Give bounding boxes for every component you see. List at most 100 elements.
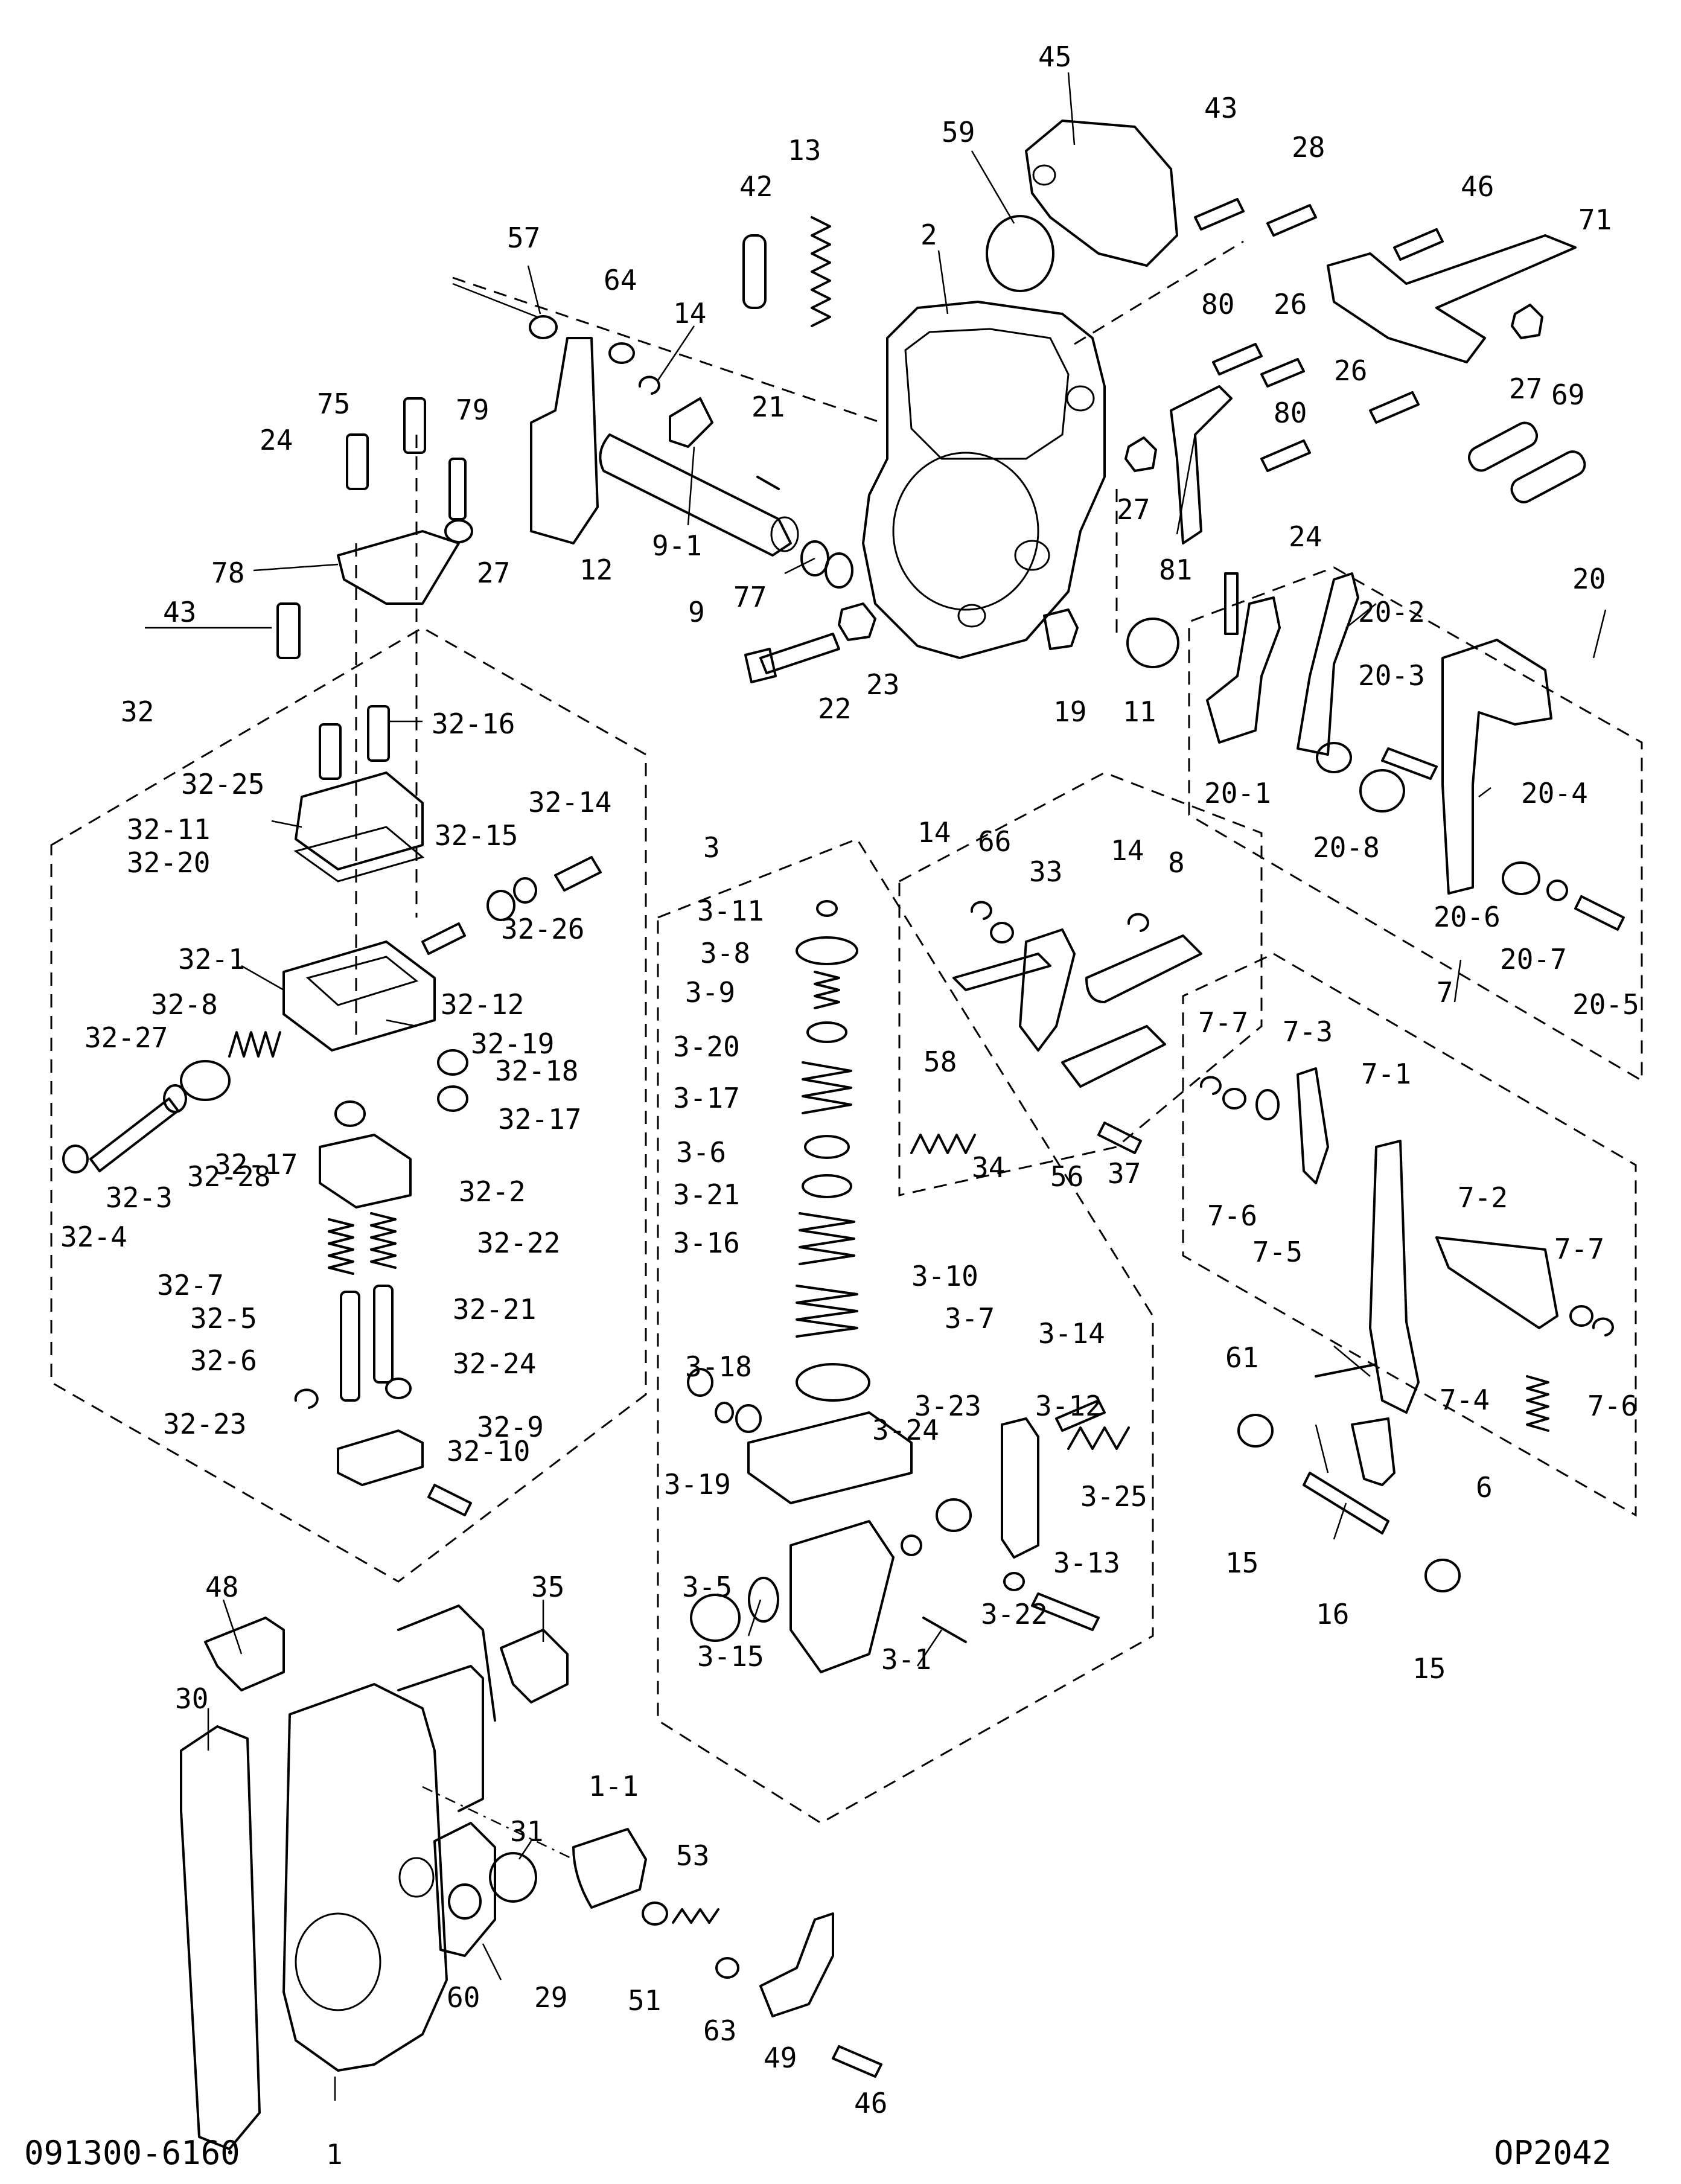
part-label: 69 [1551, 378, 1584, 411]
washer-66 [990, 922, 1014, 944]
group-3-parts [687, 900, 1130, 1673]
bracket-3-24 [747, 1411, 913, 1504]
spring-32-7 [328, 1218, 354, 1275]
bolt-24-left [346, 433, 369, 490]
part-label: 1 [326, 2138, 343, 2171]
part-label: 13 [788, 134, 821, 167]
part-label: 19 [1053, 695, 1086, 728]
leader-31 [518, 1841, 532, 1860]
bracket-71 [1327, 234, 1577, 363]
nut-3-18a [687, 1368, 713, 1397]
clip-7-6a [1199, 1076, 1222, 1095]
spring-3-10 [796, 1285, 858, 1338]
leader-32-19 [386, 1019, 417, 1027]
nut-27-left [444, 519, 473, 543]
spring-32-8 [228, 1031, 281, 1058]
shaft-9-end [770, 516, 799, 552]
collar-20-8 [1359, 769, 1405, 813]
bolt-32-16 [367, 705, 390, 762]
bracket-35 [500, 1629, 569, 1703]
washer-3-19 [715, 1402, 734, 1423]
leader-57b [452, 283, 538, 318]
washer-32-24 [385, 1378, 412, 1399]
part-label: 3-23 [914, 1390, 981, 1422]
washer-3-20 [806, 1021, 847, 1043]
plunger-32-21 [373, 1285, 394, 1384]
seal-60 [448, 1883, 482, 1920]
group-20-parts [1206, 572, 1625, 931]
part-label: 53 [676, 1839, 709, 1872]
leader-48 [222, 1599, 243, 1655]
part-label: 3-8 [700, 937, 750, 969]
part-label: 11 [1123, 695, 1156, 728]
part-label: 22 [818, 692, 851, 725]
spring-7-5 [1255, 1089, 1280, 1120]
part-label: 32-28 [187, 1160, 270, 1193]
part-label: 32-19 [471, 1027, 554, 1060]
group-7-parts [1199, 1067, 1614, 1592]
part-label: 2 [920, 219, 937, 251]
part-label: 26 [1334, 354, 1367, 387]
washer-3-24b [901, 1534, 922, 1556]
bolt-37 [1097, 1122, 1142, 1154]
part-label: 7-3 [1283, 1015, 1333, 1048]
part-label: 3-16 [673, 1227, 740, 1259]
part-label: 37 [1108, 1157, 1141, 1190]
bolt-3-14 [1055, 1399, 1106, 1432]
part-label: 7-6 [1207, 1199, 1257, 1232]
part-label: 7-1 [1361, 1058, 1411, 1090]
washer-57 [529, 315, 558, 339]
part-label: 6 [1476, 1471, 1493, 1504]
part-label: 7-4 [1440, 1384, 1490, 1416]
link-8 [1085, 934, 1202, 1003]
part-label: 43 [163, 596, 196, 628]
bolt-3-13 [1031, 1592, 1100, 1631]
part-label: 3-17 [673, 1082, 740, 1114]
sleeve-11 [1126, 618, 1179, 668]
spring-7-4 [1526, 1375, 1549, 1432]
part-label: 32-10 [447, 1435, 530, 1467]
part-label: 32-6 [190, 1344, 257, 1377]
spring-32-22 [370, 1212, 397, 1269]
part-label: 32-7 [157, 1269, 224, 1301]
o-ring-59 [986, 215, 1054, 292]
part-label: 63 [703, 2014, 736, 2047]
group-32-parts [62, 705, 602, 1516]
bush-15b [1424, 1559, 1461, 1592]
bushing-3-23 [936, 1498, 972, 1532]
bracket-12 [530, 337, 599, 544]
collar-20-1b [1316, 742, 1352, 773]
pin-3-1 [922, 1617, 967, 1643]
lever-3-1 [789, 1520, 895, 1673]
spring-3-16 [799, 1212, 855, 1265]
part-label: 20 [1572, 563, 1606, 595]
body-32-1 [282, 940, 436, 1052]
cover-hole [1032, 164, 1056, 186]
seat-3-8 [796, 936, 858, 965]
leader-3-1 [916, 1629, 943, 1667]
part-label: 7-6 [1587, 1390, 1638, 1422]
block-32-2 [319, 1134, 412, 1209]
part-label: 20-6 [1434, 901, 1501, 933]
part-label: 29 [534, 1981, 567, 2014]
bushing-3-5 [690, 1594, 741, 1642]
part-label: 7 [1437, 976, 1453, 1009]
assembly-outlines [50, 240, 1643, 1824]
spring-69b [1510, 450, 1586, 503]
part-label: 32-24 [453, 1347, 536, 1380]
part-label: 3-21 [673, 1178, 740, 1211]
group-outline-7 [1182, 953, 1637, 1517]
part-label: 21 [751, 391, 785, 423]
part-label: 32-25 [181, 768, 264, 800]
bracket-78 [337, 530, 460, 605]
spring-34 [910, 1134, 976, 1154]
part-label: 75 [317, 388, 350, 420]
pin-21 [756, 476, 780, 490]
pump-body-bore [295, 1912, 381, 2011]
part-label: 27 [477, 557, 510, 589]
clip-14-mid-a [970, 901, 992, 920]
body-32-1-window [305, 956, 419, 1006]
part-label: 28 [1292, 131, 1325, 164]
pin-61 [1315, 1363, 1377, 1378]
spring-3-9 [814, 971, 840, 1009]
